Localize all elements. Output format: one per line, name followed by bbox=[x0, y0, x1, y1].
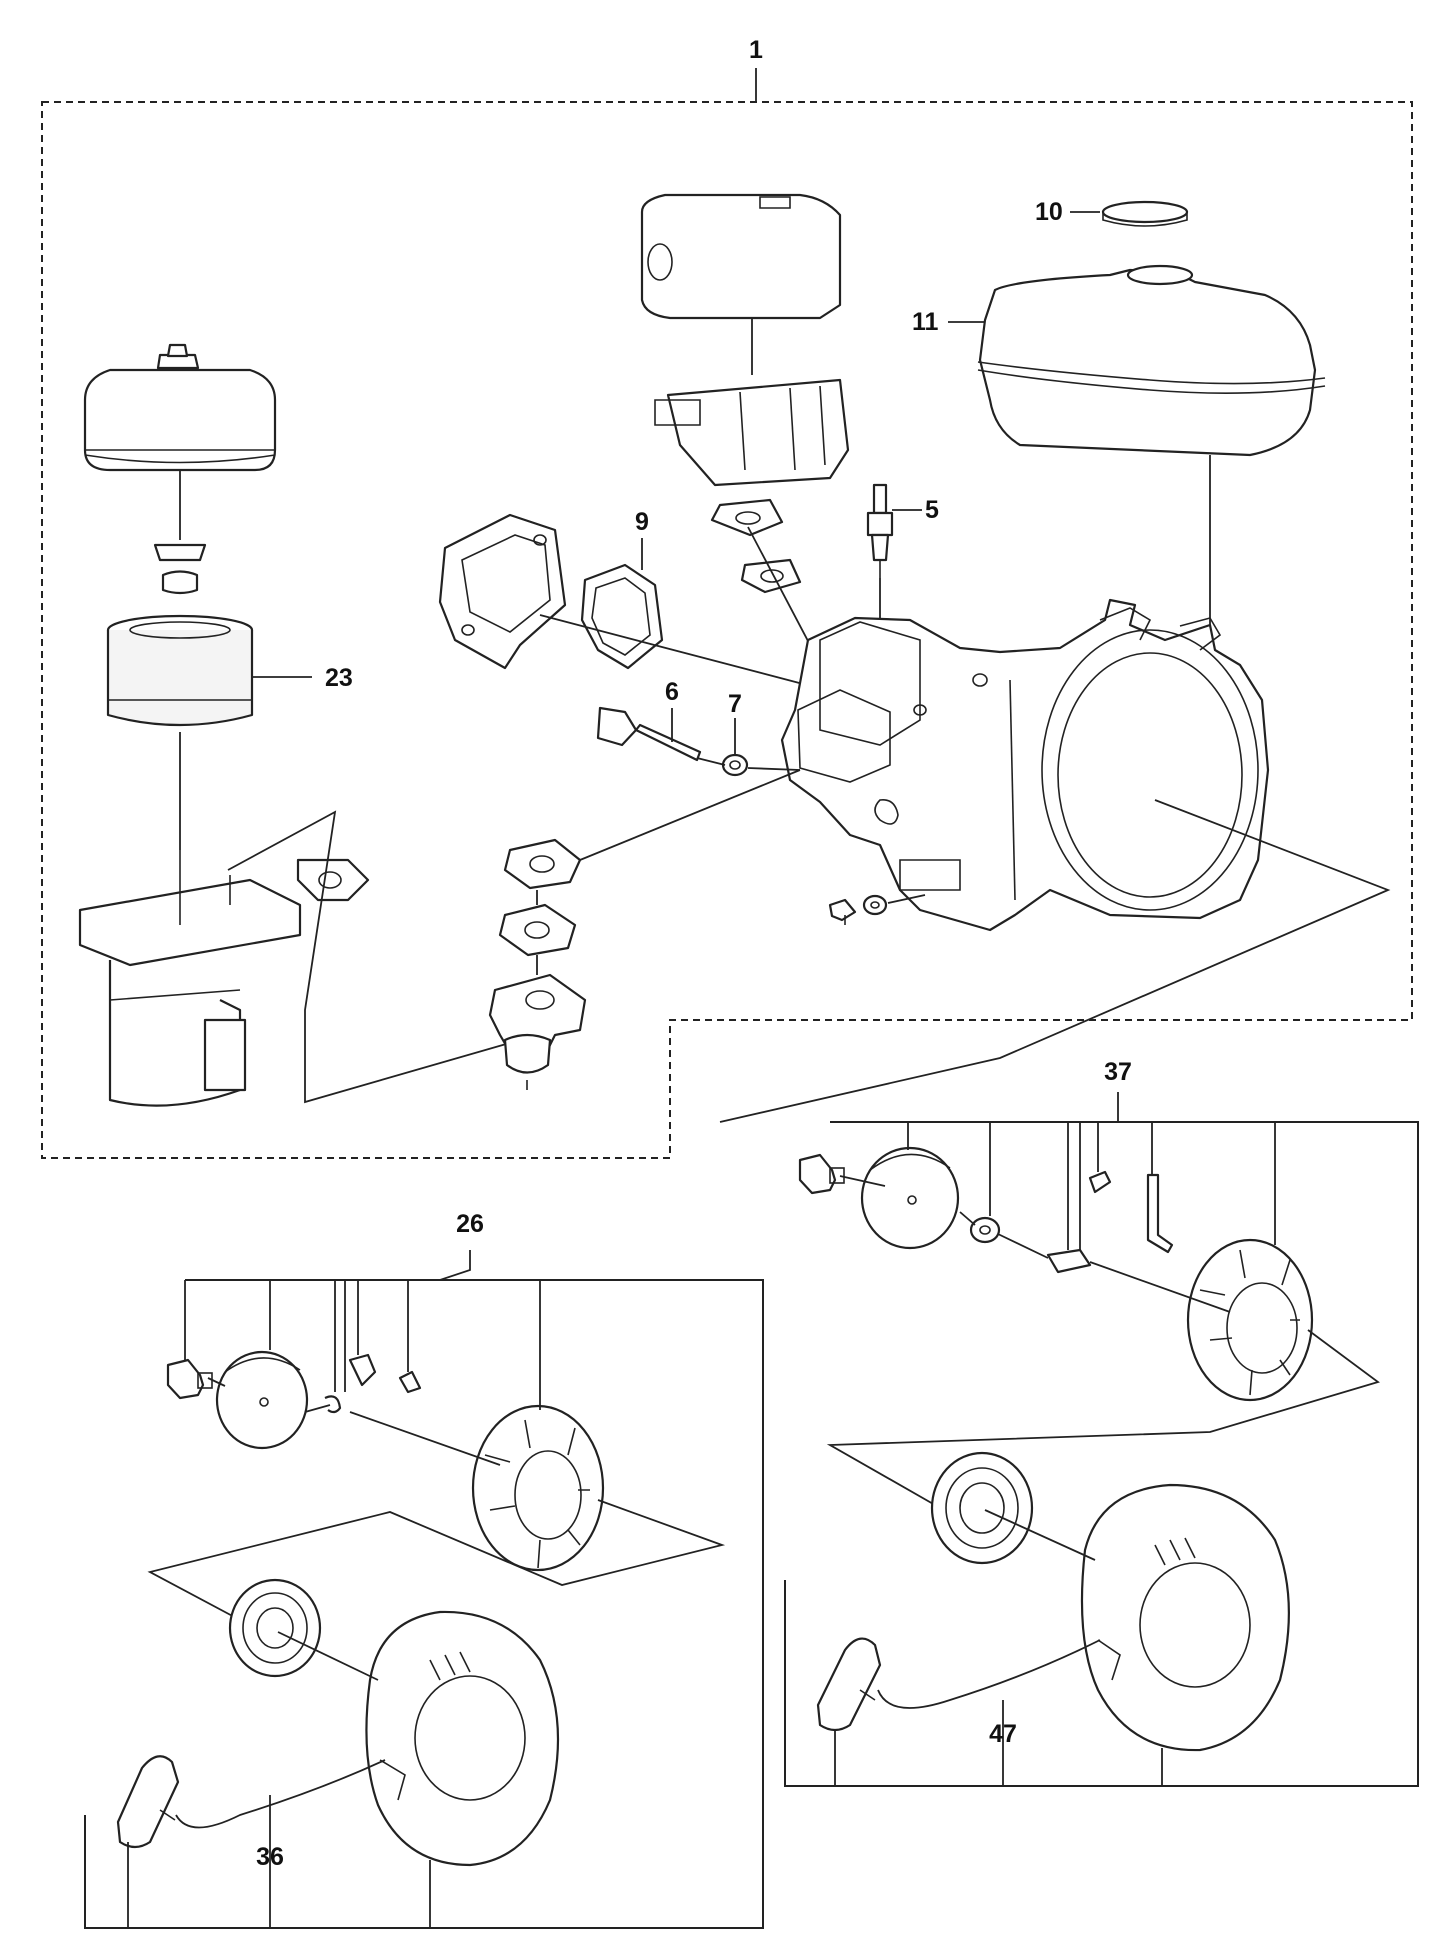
starter-37-housing bbox=[1080, 1483, 1290, 1752]
callout-9: 9 bbox=[635, 508, 649, 536]
muffler-cover bbox=[640, 193, 842, 320]
callout-36: 36 bbox=[256, 1843, 284, 1871]
air-filter-gasket bbox=[296, 858, 370, 902]
callout-11: 11 bbox=[912, 308, 939, 336]
starter-26-spring bbox=[398, 1370, 422, 1394]
engine-screw bbox=[828, 898, 857, 925]
callout-1: 1 bbox=[749, 36, 763, 64]
muffler bbox=[654, 378, 850, 487]
engine-washer bbox=[862, 894, 888, 916]
callout-5: 5 bbox=[925, 496, 939, 524]
engine-assembly-boundary bbox=[41, 68, 1413, 1159]
starter-37-spring bbox=[1046, 1248, 1092, 1274]
starter-26-pawl bbox=[348, 1353, 377, 1387]
starter-26-clip bbox=[324, 1395, 342, 1414]
fuel-tank bbox=[977, 264, 1326, 457]
starter-26-housing bbox=[365, 1610, 560, 1867]
oil-fill-washer bbox=[721, 753, 749, 777]
callout-26: 26 bbox=[456, 1210, 484, 1238]
air-filter-cover bbox=[83, 343, 277, 472]
spark-plug bbox=[866, 483, 894, 578]
carburetor bbox=[488, 973, 587, 1090]
callout-labels: 1 5 6 7 9 10 11 23 26 36 37 47 bbox=[256, 36, 1132, 1871]
intake-insulator bbox=[498, 903, 577, 957]
starter-26-fan-drum bbox=[471, 1404, 605, 1572]
valve-cover-gasket bbox=[580, 563, 664, 670]
starter-37-recoil-spring bbox=[930, 1451, 1034, 1565]
starter-37-washer bbox=[969, 1216, 1001, 1244]
starter-37-pulley bbox=[860, 1146, 960, 1250]
muffler-gasket-1 bbox=[710, 498, 784, 537]
starter-26-pulley bbox=[215, 1350, 309, 1450]
starter-37-handle bbox=[816, 1637, 882, 1732]
recoil-starter-frame-37 bbox=[784, 1092, 1419, 1787]
fuel-cap bbox=[1101, 200, 1189, 227]
intake-gasket-upper bbox=[503, 838, 582, 890]
starter-26-handle bbox=[116, 1755, 180, 1849]
muffler-gasket-2 bbox=[740, 558, 802, 594]
starter-37-hook bbox=[1146, 1173, 1174, 1254]
starter-37-fan-drum bbox=[1186, 1238, 1314, 1402]
engine-block bbox=[780, 598, 1270, 932]
callout-37: 37 bbox=[1104, 1058, 1132, 1086]
air-filter-base bbox=[78, 850, 302, 1107]
starter-26-bolt bbox=[166, 1358, 213, 1400]
callout-10: 10 bbox=[1035, 198, 1063, 226]
callout-7: 7 bbox=[728, 690, 742, 718]
air-filter-element bbox=[106, 614, 254, 727]
callout-23: 23 bbox=[325, 664, 353, 692]
callout-6: 6 bbox=[665, 678, 679, 706]
recoil-starter-frame-26 bbox=[84, 1250, 764, 1929]
starter-26-recoil-spring bbox=[228, 1578, 322, 1678]
starter-37-pawl bbox=[1088, 1170, 1112, 1194]
callout-47: 47 bbox=[989, 1720, 1017, 1748]
oil-dipstick bbox=[596, 706, 702, 762]
wing-nut bbox=[153, 543, 207, 595]
valve-cover bbox=[438, 513, 567, 670]
starter-37-bolt bbox=[798, 1153, 845, 1195]
